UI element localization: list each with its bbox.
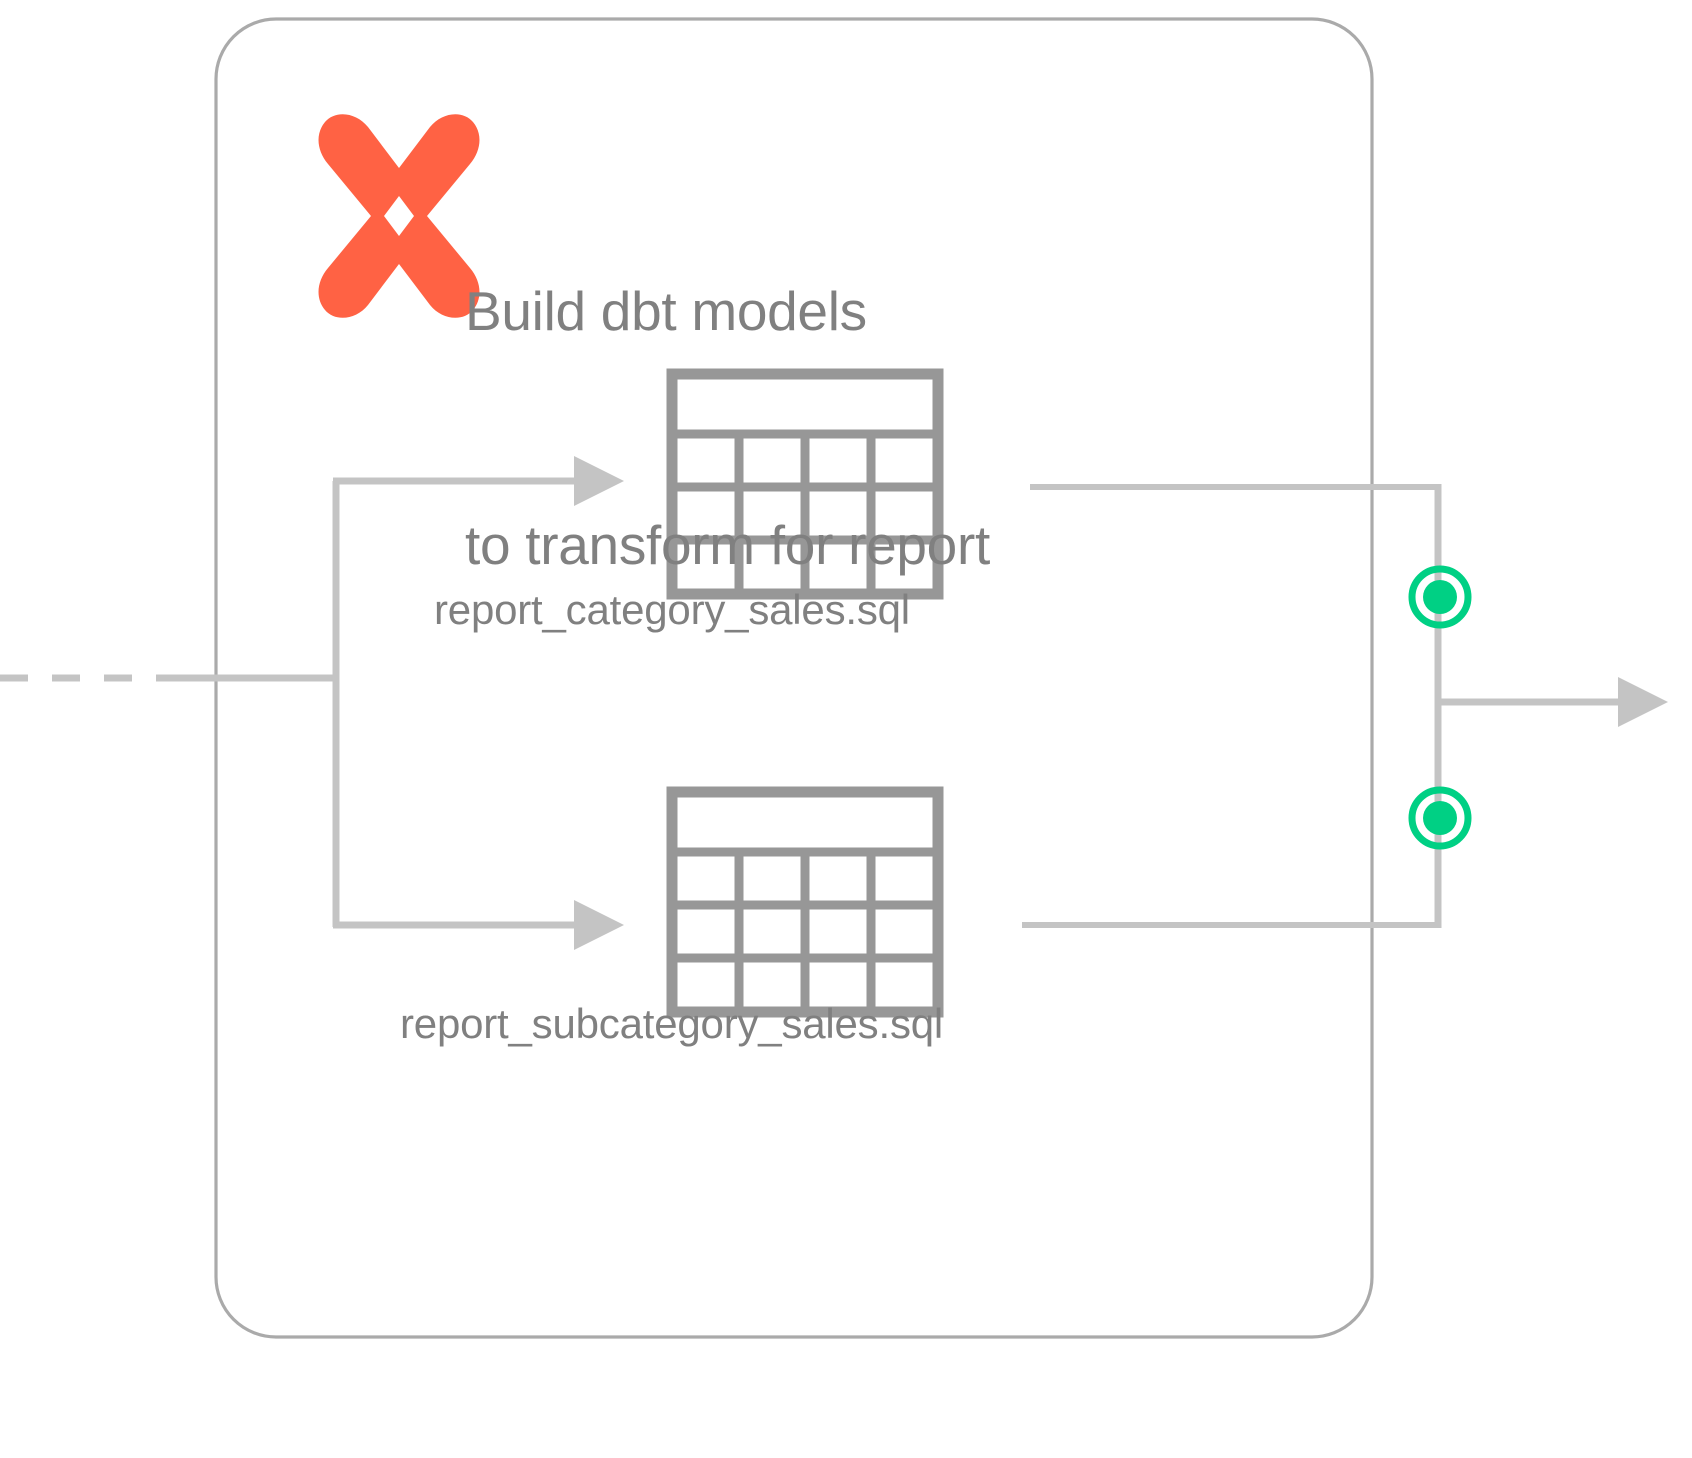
arrowhead-category-model: [574, 456, 624, 506]
model-label-category: report_category_sales.sql: [434, 586, 910, 633]
dbt-logo-icon: [318, 114, 480, 318]
status-node-category[interactable]: [1408, 565, 1472, 629]
status-node-subcategory[interactable]: [1408, 786, 1472, 850]
stage-title: Build dbt models to transform for report: [465, 116, 990, 740]
stage-title-line2: to transform for report: [465, 514, 990, 576]
stage-title-line1: Build dbt models: [465, 280, 867, 342]
table-icon-subcategory: [666, 786, 944, 1018]
model-label-subcategory: report_subcategory_sales.sql: [400, 1000, 944, 1047]
arrowhead-subcategory-model: [574, 900, 624, 950]
arrowhead-output: [1618, 677, 1668, 727]
table-icon-category: [666, 368, 944, 600]
